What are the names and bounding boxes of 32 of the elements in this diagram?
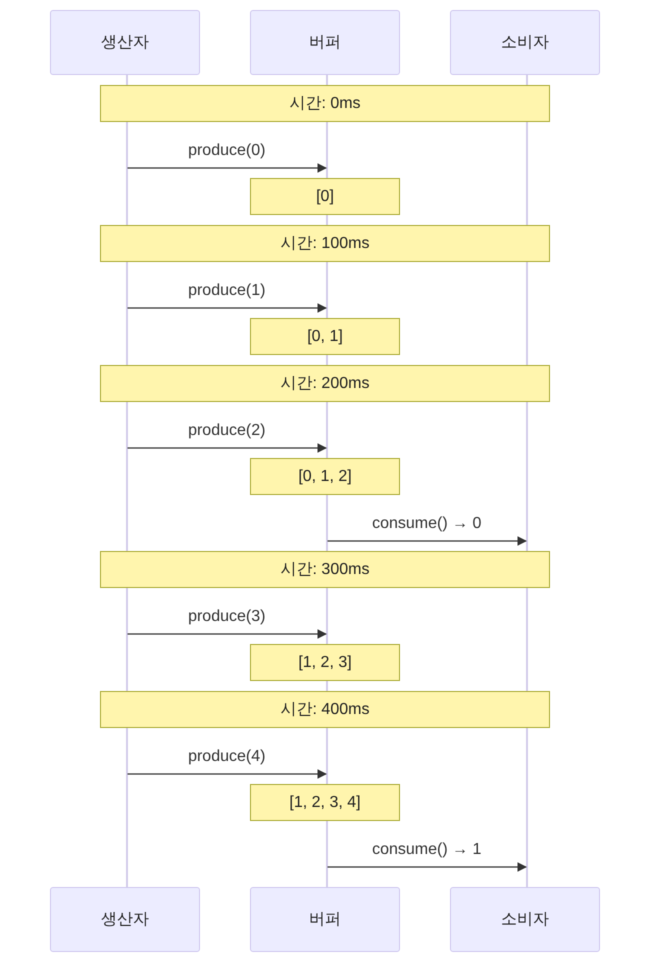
arrow xyxy=(328,536,527,546)
note-box: 시간: 400ms xyxy=(100,691,550,728)
participant-box: 버퍼 xyxy=(250,10,400,75)
participant-box: 생산자 xyxy=(50,10,200,75)
edge-label: produce(3) xyxy=(186,608,268,626)
edge-label: produce(0) xyxy=(186,142,268,160)
participant-box: 생산자 xyxy=(50,887,200,952)
lifeline xyxy=(126,75,128,887)
note-box: 시간: 300ms xyxy=(100,551,550,588)
note-box: 시간: 0ms xyxy=(100,85,550,122)
arrow xyxy=(128,443,327,453)
edge-label: consume() → 1 xyxy=(370,841,484,859)
arrow xyxy=(128,769,327,779)
arrow xyxy=(128,163,327,173)
edge-label: consume() → 0 xyxy=(370,515,484,533)
participant-box: 소비자 xyxy=(450,10,600,75)
edge-label: produce(1) xyxy=(186,282,268,300)
note-box: [0, 1] xyxy=(250,318,400,355)
note-box: [0] xyxy=(250,178,400,215)
edge-label: produce(2) xyxy=(186,422,268,440)
arrow xyxy=(128,303,327,313)
note-box: 시간: 200ms xyxy=(100,365,550,402)
lifeline xyxy=(526,75,528,887)
note-box: [1, 2, 3, 4] xyxy=(250,784,400,821)
participant-box: 소비자 xyxy=(450,887,600,952)
note-box: 시간: 100ms xyxy=(100,225,550,262)
note-box: [1, 2, 3] xyxy=(250,644,400,681)
participant-box: 버퍼 xyxy=(250,887,400,952)
arrow xyxy=(328,862,527,872)
note-box: [0, 1, 2] xyxy=(250,458,400,495)
edge-label: produce(4) xyxy=(186,748,268,766)
arrow xyxy=(128,629,327,639)
